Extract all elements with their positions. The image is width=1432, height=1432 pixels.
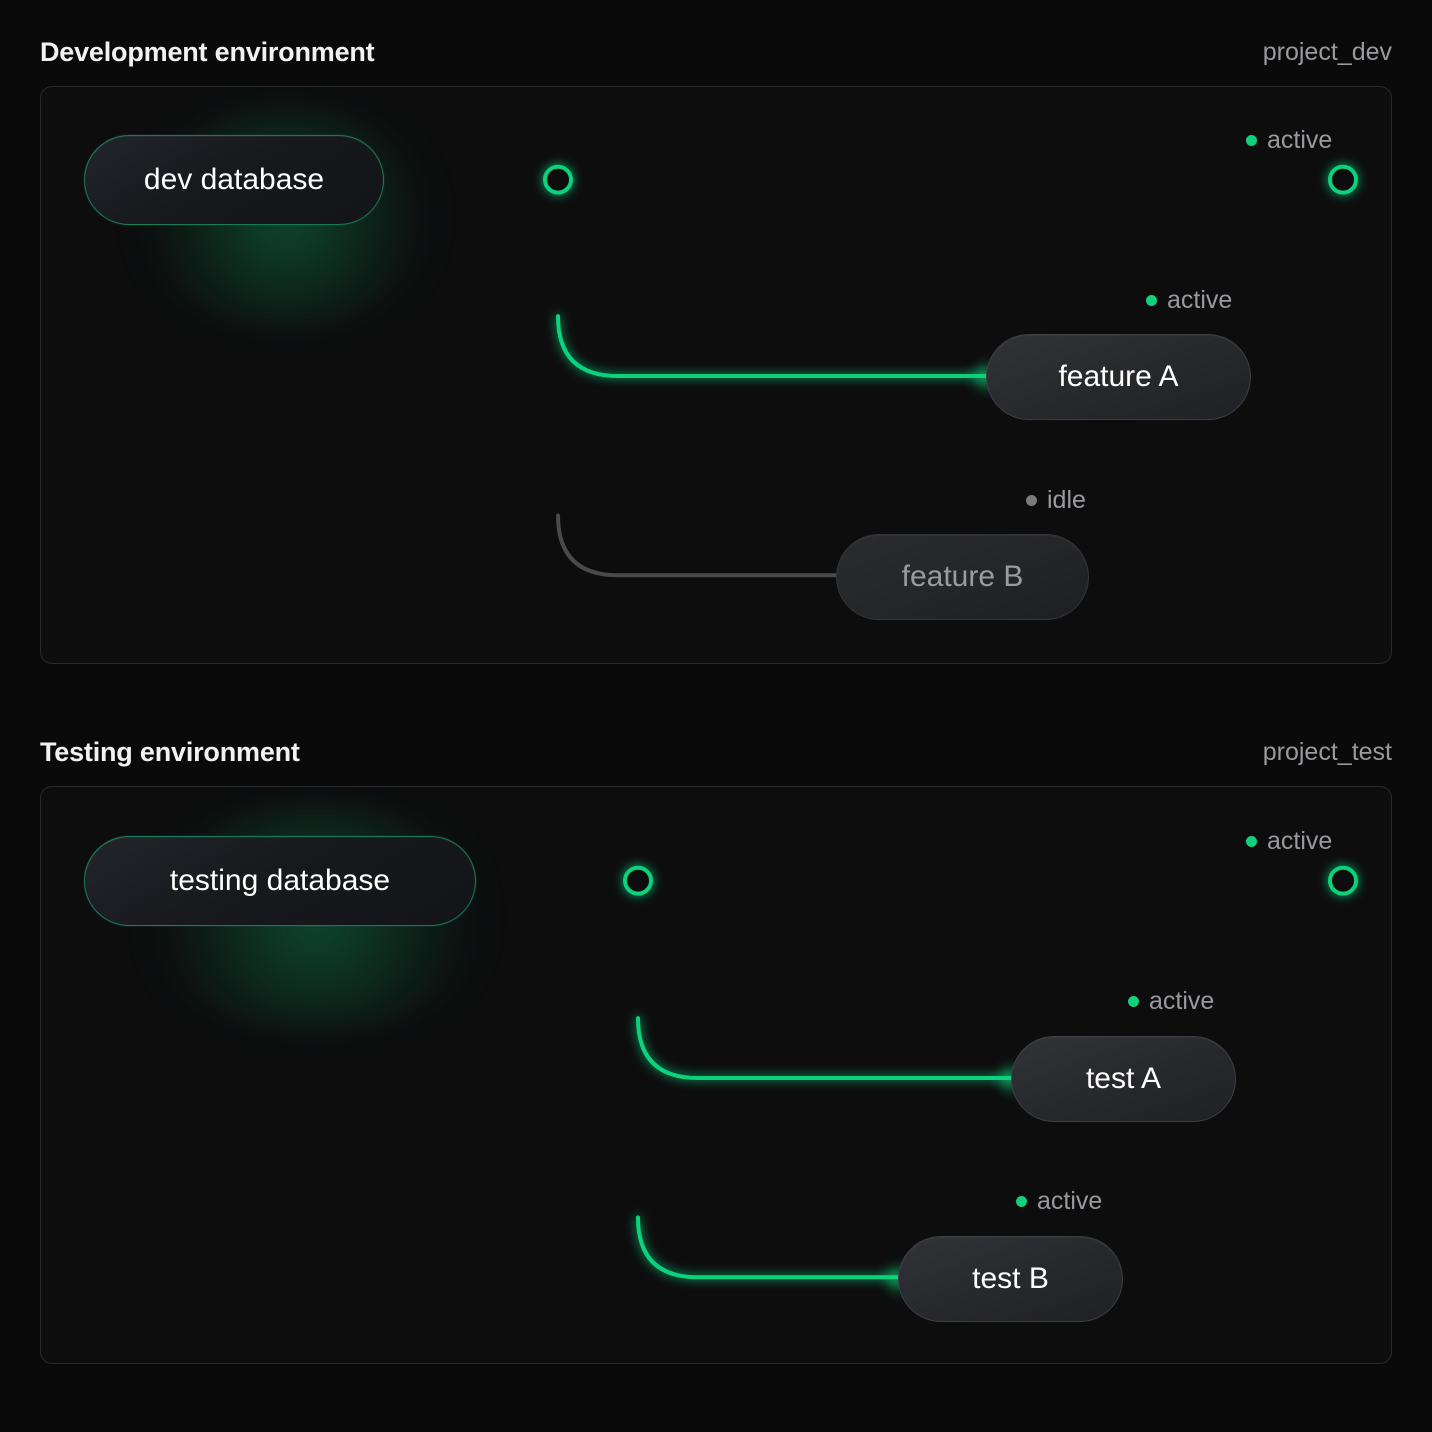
node-test-a[interactable]: test A xyxy=(1011,1036,1236,1122)
page-title-test: Testing environment xyxy=(40,737,300,767)
status-badge-test-b: active xyxy=(1016,1189,1102,1214)
project-label-test: project_test xyxy=(1262,738,1392,766)
status-dot-icon xyxy=(1016,1196,1027,1207)
section-testing-environment: Testing environment project_test xyxy=(0,700,1432,1416)
node-label: dev database xyxy=(143,163,325,196)
status-label: active xyxy=(1167,286,1233,314)
status-badge-endpoint-dev: active xyxy=(1246,128,1332,153)
status-label: active xyxy=(1267,827,1333,855)
status-label: active xyxy=(1149,987,1215,1015)
node-label: feature A xyxy=(1058,360,1179,393)
status-badge-feature-a: active xyxy=(1146,288,1232,313)
status-label: active xyxy=(1037,1187,1103,1215)
section-header-test: Testing environment project_test xyxy=(40,700,1392,772)
junction-node-dev xyxy=(543,164,573,195)
section-header-dev: Development environment project_dev xyxy=(40,0,1392,72)
status-dot-icon xyxy=(1128,996,1139,1007)
node-label: test A xyxy=(1085,1062,1162,1095)
edge-trunk-to-test-b xyxy=(636,1215,900,1280)
status-badge-endpoint-test: active xyxy=(1246,829,1332,854)
status-label: idle xyxy=(1047,486,1086,514)
endpoint-node-dev xyxy=(1328,164,1358,195)
topology-panel-dev: active dev database active feature A idl… xyxy=(40,86,1392,664)
status-dot-icon xyxy=(1246,836,1257,847)
endpoint-node-test xyxy=(1328,865,1358,896)
node-test-b[interactable]: test B xyxy=(898,1236,1123,1322)
connector-graph-test xyxy=(476,865,1358,1280)
node-label: testing database xyxy=(169,864,391,897)
status-dot-icon xyxy=(1026,495,1037,506)
status-dot-icon xyxy=(1246,135,1257,146)
status-label: active xyxy=(1267,126,1333,154)
project-label-dev: project_dev xyxy=(1262,38,1392,66)
junction-node-test xyxy=(623,865,653,896)
status-badge-test-a: active xyxy=(1128,989,1214,1014)
node-label: test B xyxy=(972,1262,1049,1295)
node-feature-a[interactable]: feature A xyxy=(986,334,1251,420)
section-development-environment: Development environment project_dev xyxy=(40,0,1392,664)
node-label: feature B xyxy=(901,560,1024,593)
connector-graph-dev xyxy=(384,164,1358,578)
node-dev-database[interactable]: dev database xyxy=(84,135,384,225)
status-badge-feature-b: idle xyxy=(1026,488,1086,513)
node-testing-database[interactable]: testing database xyxy=(84,836,476,926)
edge-trunk-to-test-a xyxy=(636,1016,1013,1080)
node-feature-b[interactable]: feature B xyxy=(836,534,1089,620)
edge-trunk-to-feature-a xyxy=(556,314,988,378)
topology-panel-test: active testing database active test A ac… xyxy=(40,786,1392,1364)
page-title-dev: Development environment xyxy=(40,37,375,67)
edge-trunk-to-feature-b xyxy=(556,513,838,578)
status-dot-icon xyxy=(1146,295,1157,306)
